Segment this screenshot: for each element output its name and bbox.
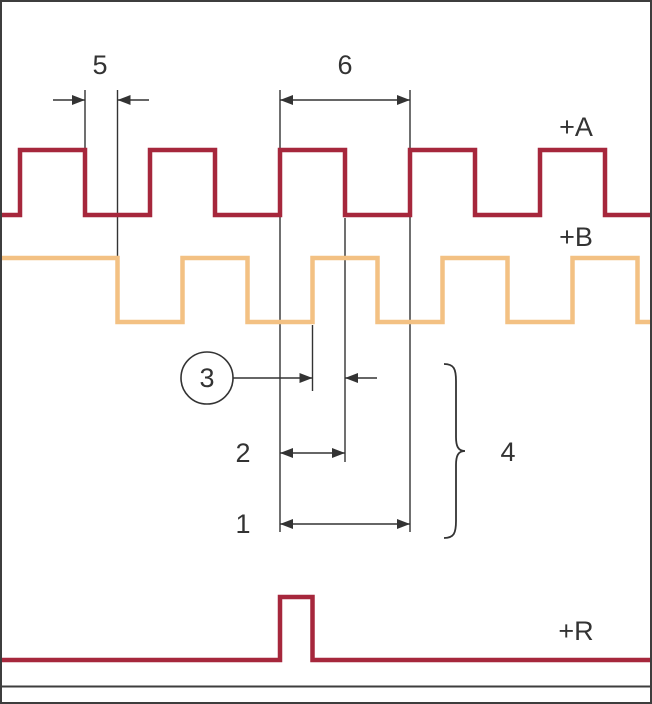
channel-a-waveform <box>0 147 652 218</box>
channel-r-label: +R <box>558 616 593 646</box>
dim4-brace <box>443 363 466 539</box>
dim2-label: 2 <box>235 438 250 468</box>
dim3-label: 3 <box>199 363 214 393</box>
channel-a-label: +A <box>559 112 593 142</box>
dim4-label: 4 <box>500 437 515 467</box>
dim6-label: 6 <box>337 50 352 80</box>
dim1-label: 1 <box>235 509 250 539</box>
channel-b-label: +B <box>559 222 593 252</box>
channel-b-waveform <box>0 255 652 325</box>
dim5-label: 5 <box>92 50 107 80</box>
dim3-callout-circle <box>180 351 234 405</box>
channel-r-waveform <box>0 594 652 663</box>
